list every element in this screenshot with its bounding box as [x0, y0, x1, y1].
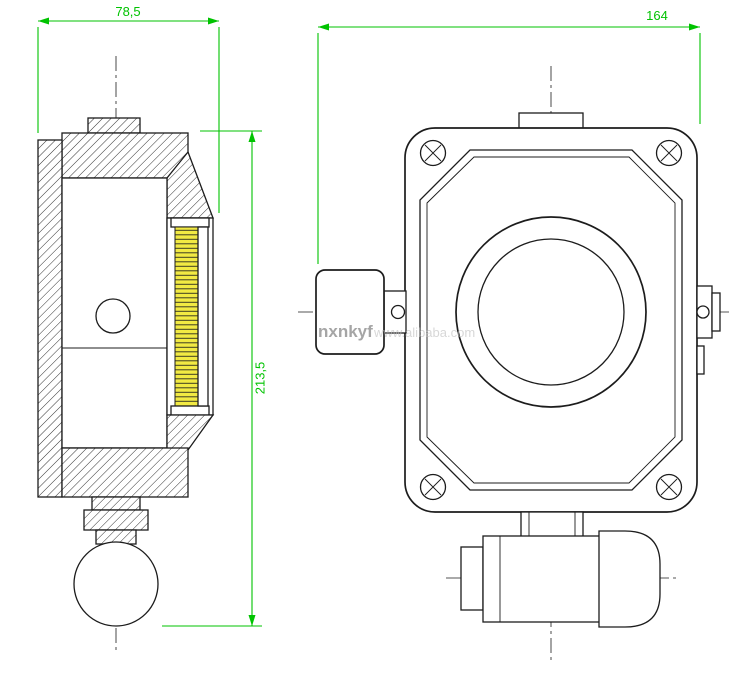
- side-probe-ball: [73, 541, 159, 627]
- knob-ear-hole: [390, 304, 406, 320]
- corner-screw-top-left: [419, 139, 447, 167]
- side-knob: [315, 269, 385, 355]
- right-bracket-hole: [696, 305, 710, 319]
- gland-dome: [598, 530, 661, 628]
- dimension-label: 78,5: [115, 4, 140, 19]
- front-bezel-inner: [426, 156, 676, 484]
- side-stem-nut: [83, 509, 149, 531]
- side-terminal-strip-backplate: [197, 226, 209, 407]
- corner-screw-top-right: [655, 139, 683, 167]
- dimension-overall-height: 213,5: [162, 130, 268, 627]
- sensor-window-inner: [477, 238, 625, 386]
- side-view: [37, 56, 215, 652]
- side-bore-hole: [95, 298, 131, 334]
- front-top-tab: [518, 112, 584, 130]
- screw-cross-icon: [660, 144, 678, 162]
- gland-left-cap: [460, 546, 484, 611]
- arrow-icon: [248, 131, 256, 142]
- watermark: nxnkyf www.alibaba.com: [318, 322, 475, 341]
- arrow-icon: [208, 17, 219, 25]
- dimension-label: 213,5: [253, 362, 268, 395]
- side-bottom-flange: [61, 447, 189, 498]
- dimension-front-width: 164: [317, 8, 701, 264]
- side-left-wall: [37, 139, 63, 498]
- dimension-label: 164: [646, 8, 668, 23]
- watermark-site: www.alibaba.com: [373, 325, 475, 340]
- right-bracket-tip: [711, 292, 721, 332]
- screw-cross-icon: [424, 144, 442, 162]
- gland-neck: [520, 511, 584, 538]
- side-connector-cap-top: [170, 217, 210, 228]
- side-connector-cap-bottom: [170, 405, 210, 416]
- front-view: [298, 66, 730, 660]
- arrow-icon: [248, 615, 256, 626]
- side-top-flange: [61, 132, 189, 179]
- side-bottom-chamfer: [166, 414, 215, 451]
- screw-cross-icon: [660, 478, 678, 496]
- screw-cross-icon: [424, 478, 442, 496]
- arrow-icon: [318, 23, 329, 31]
- right-side-plate: [696, 345, 705, 375]
- arrow-icon: [38, 17, 49, 25]
- gland-body: [482, 535, 602, 623]
- corner-screw-bottom-left: [419, 473, 447, 501]
- side-stem-upper: [91, 496, 141, 511]
- corner-screw-bottom-right: [655, 473, 683, 501]
- watermark-brand: nxnkyf: [318, 322, 373, 341]
- dimension-side-width: 78,5: [37, 4, 220, 213]
- arrow-icon: [689, 23, 700, 31]
- side-top-tab: [87, 117, 141, 134]
- side-terminal-strip: [174, 226, 199, 407]
